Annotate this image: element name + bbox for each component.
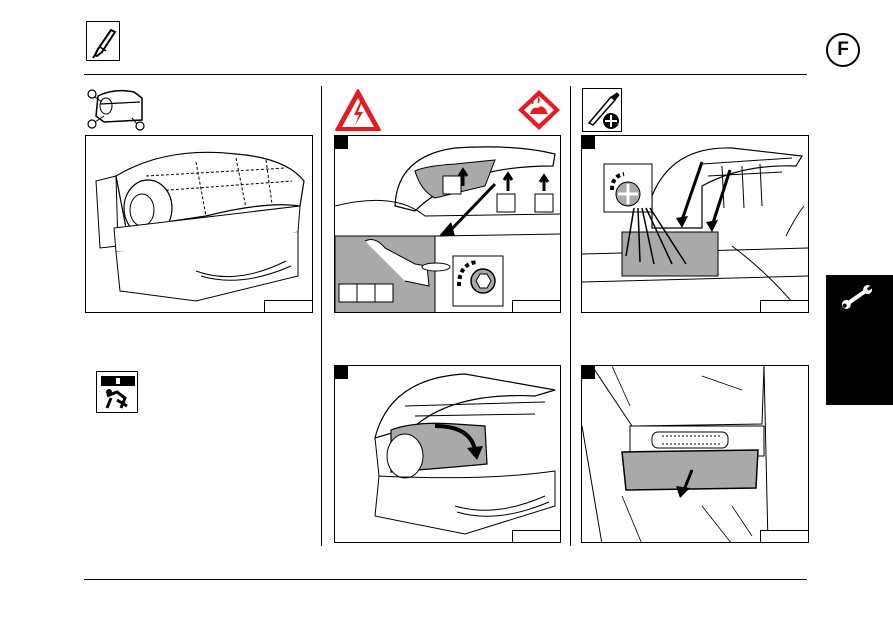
top-rule — [84, 74, 807, 75]
maintenance-section-tab[interactable] — [826, 275, 893, 405]
column-divider-1 — [321, 86, 322, 546]
step-marker — [335, 136, 348, 149]
figure-number-tab — [512, 530, 561, 543]
step-marker — [582, 136, 595, 149]
remove-lid-figure — [334, 135, 561, 313]
unscrew-panel-figure — [581, 135, 809, 313]
screwdriver-tool-icon — [87, 22, 121, 62]
fold-acrylic-figure — [334, 365, 561, 543]
electric-shock-warning-icon — [334, 88, 382, 132]
figure-number-tab — [512, 300, 561, 313]
header-tool-icon — [86, 21, 120, 61]
bottom-rule — [84, 579, 807, 580]
step-marker — [335, 366, 348, 379]
phillips-screwdriver-icon — [582, 88, 622, 132]
language-badge: F — [826, 33, 860, 67]
person-lifting-caution-icon — [96, 371, 138, 413]
wrench-icon — [826, 275, 893, 405]
figure-number-tab — [760, 300, 809, 313]
figure-number-tab — [264, 300, 313, 313]
step-marker — [582, 366, 595, 379]
device-orientation-icon — [84, 86, 150, 132]
hot-surface-warning-icon — [516, 88, 562, 132]
remove-panel-figure — [581, 365, 809, 543]
figure-number-tab — [760, 530, 809, 543]
column-divider-2 — [570, 86, 571, 546]
overview-figure — [85, 135, 313, 313]
